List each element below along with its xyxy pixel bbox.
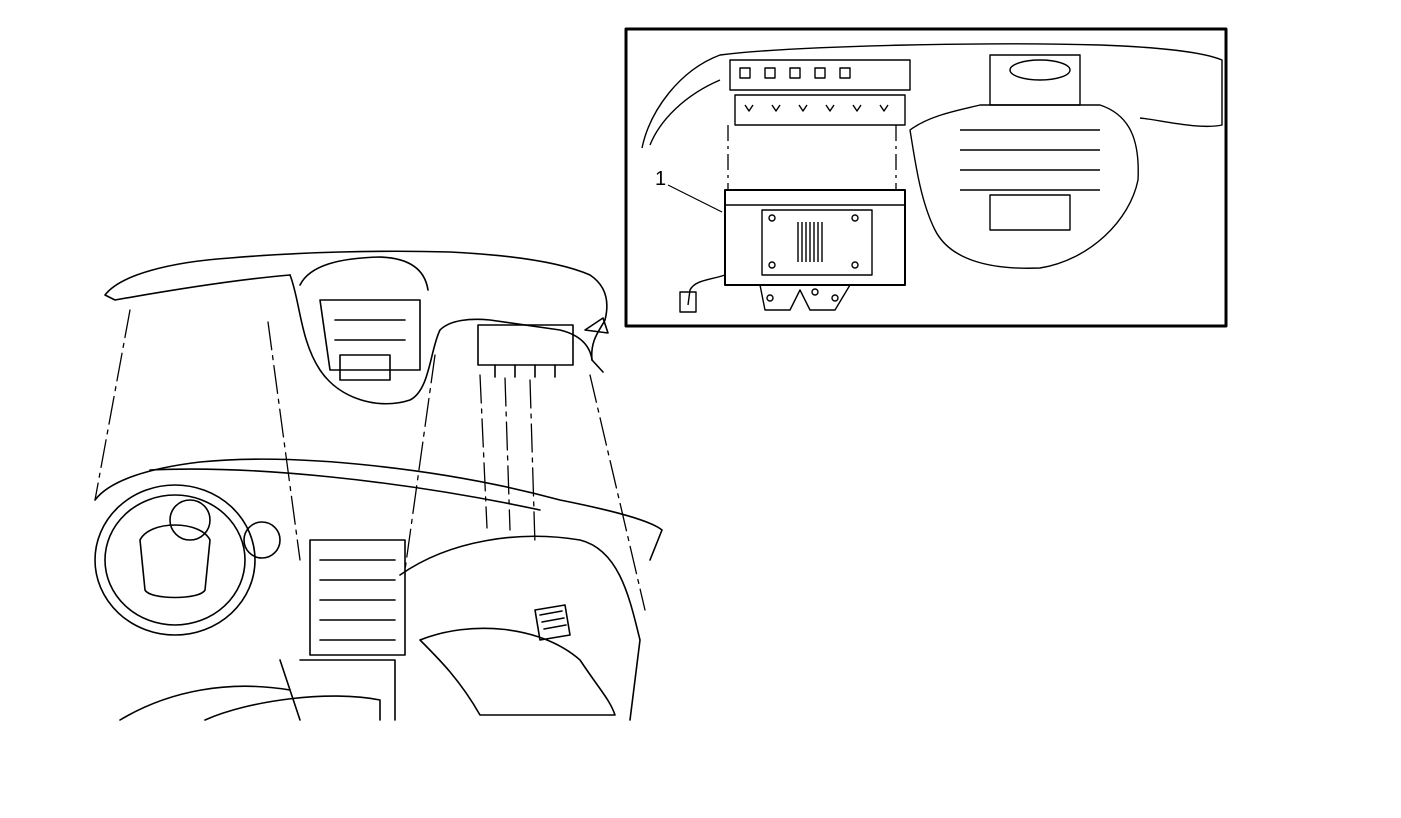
passenger-airbag-module [679,189,906,313]
glove-box [419,627,616,716]
steering-wheel [94,484,256,636]
air-vent [534,604,571,641]
speedometer [169,499,211,541]
wiring-harness [687,274,726,306]
upper-trim-panel [104,250,609,405]
callout-label-1: 1 [655,168,667,190]
callout-leader-1 [667,184,723,213]
airbag-opening-tabs [729,59,911,91]
connector [679,291,697,313]
center-stack [309,539,406,656]
lower-instrument-panel [94,458,663,721]
tachometer [243,521,281,559]
inset-frame [624,27,1228,328]
assembly-leader-lines [94,309,646,611]
